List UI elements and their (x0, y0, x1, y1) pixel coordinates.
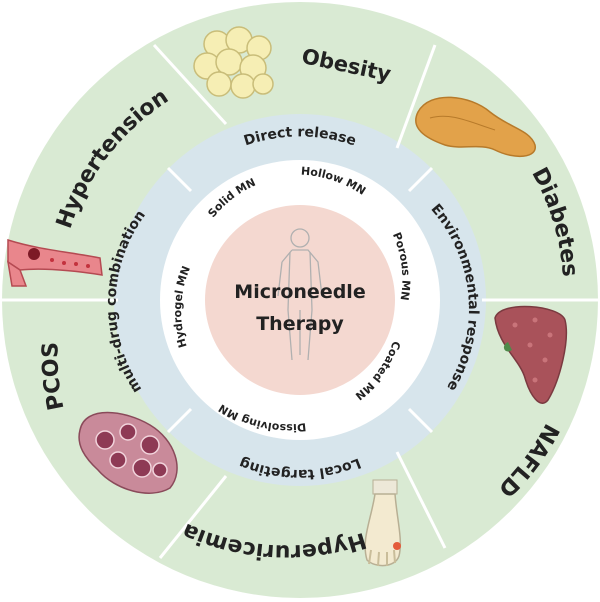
outer-dividers (2, 43, 598, 559)
fat-cells-icon (193, 26, 274, 99)
middle-dividers (166, 166, 434, 434)
ovary-icon (78, 411, 178, 494)
blood-vessel-icon (6, 238, 103, 287)
center-title-line1: Microneedle (234, 281, 365, 303)
pancreas-icon (415, 96, 536, 157)
center-disc (205, 205, 395, 395)
human-body-icon (277, 228, 323, 361)
foot-icon (364, 479, 402, 567)
liver-icon (494, 305, 568, 404)
center-title-line2: Therapy (256, 313, 344, 335)
